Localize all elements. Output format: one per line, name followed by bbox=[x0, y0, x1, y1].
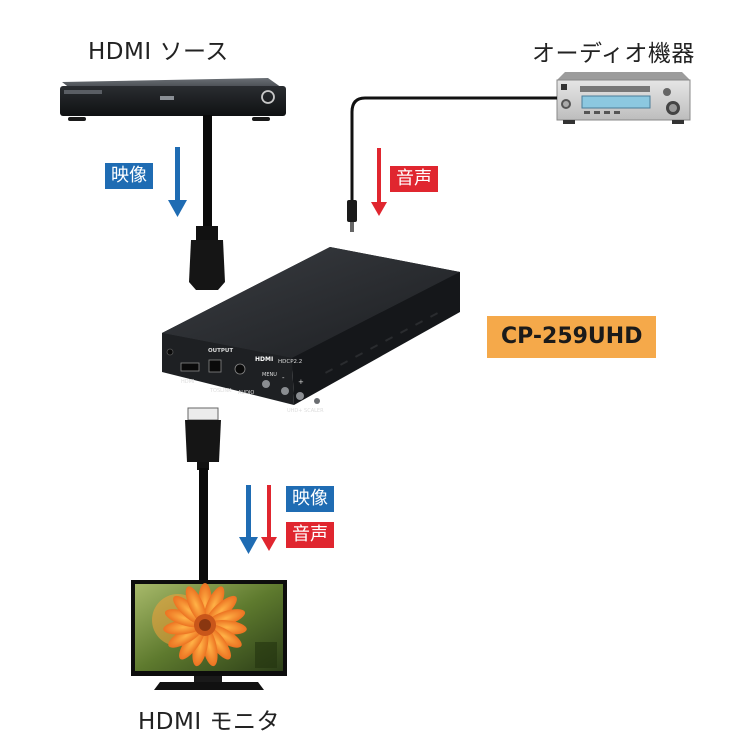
hdcp-label: HDCP2.2 bbox=[278, 359, 302, 365]
bluray-player-icon bbox=[60, 78, 286, 121]
minus-label: - bbox=[282, 374, 285, 382]
menu-label: MENU bbox=[262, 372, 277, 378]
converter-device-icon: OUTPUT HDMI TOSLINK AUDIO HDMI HDCP2.2 M… bbox=[162, 247, 460, 414]
video-arrow-bottom bbox=[239, 485, 258, 554]
model-badge: CP-259UHD bbox=[487, 316, 657, 358]
hdmi-logo-label: HDMI bbox=[255, 356, 273, 363]
video-tag-top: 映像 bbox=[105, 163, 153, 189]
hdmi-port-label: HDMI bbox=[181, 379, 194, 385]
hdmi-cable-bottom bbox=[185, 407, 221, 583]
audio-tag-bottom: 音声 bbox=[286, 522, 334, 548]
hdmi-monitor-label: HDMI モニタ bbox=[138, 709, 280, 735]
audio-label: AUDIO bbox=[238, 390, 254, 396]
audio-device-label: オーディオ機器 bbox=[532, 41, 695, 67]
audio-arrow-top bbox=[371, 148, 387, 216]
plus-label: + bbox=[298, 378, 304, 386]
audio-cable bbox=[347, 96, 557, 232]
audio-tag-top: 音声 bbox=[390, 166, 438, 192]
monitor-icon bbox=[131, 580, 287, 690]
audio-device-icon bbox=[556, 72, 691, 124]
hdmi-source-label: HDMI ソース bbox=[88, 39, 229, 65]
output-label: OUTPUT bbox=[208, 348, 233, 354]
video-arrow-top bbox=[168, 147, 187, 217]
video-tag-bottom: 映像 bbox=[286, 486, 334, 512]
audio-arrow-bottom bbox=[261, 485, 277, 551]
scaler-label: UHD+ SCALER bbox=[287, 408, 324, 414]
toslink-label: TOSLINK bbox=[209, 388, 232, 394]
flower-image bbox=[152, 583, 277, 668]
hdmi-cable-top bbox=[189, 115, 225, 290]
